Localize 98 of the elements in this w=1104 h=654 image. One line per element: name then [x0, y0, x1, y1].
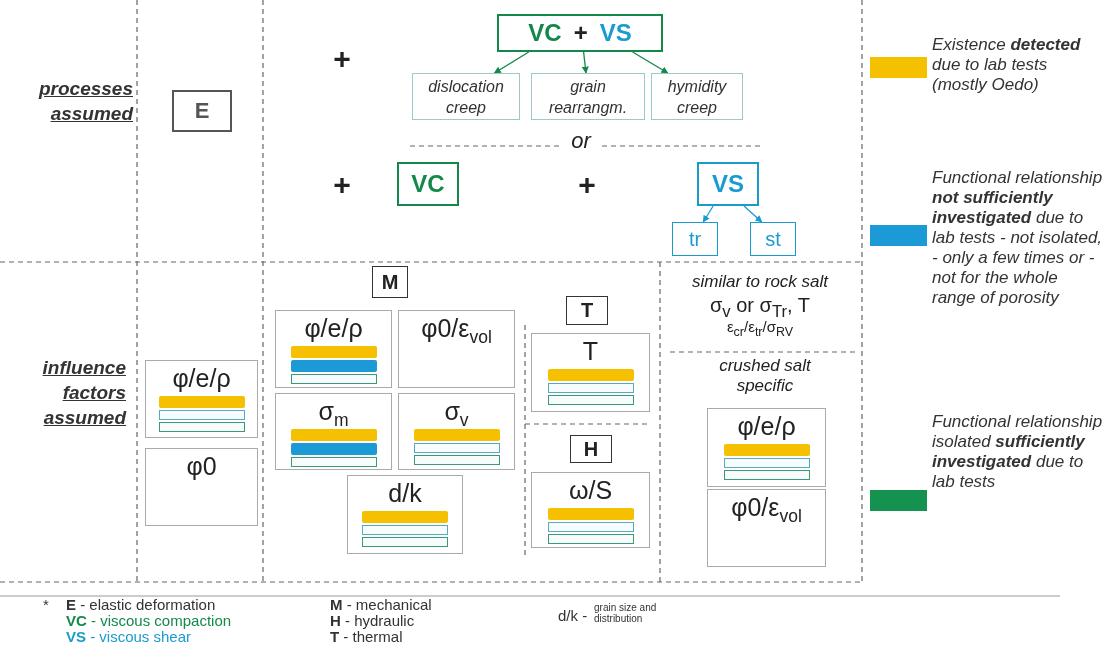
box-label: T — [582, 338, 599, 364]
box-label: VS — [712, 170, 744, 198]
factor-box — [275, 310, 392, 388]
factor-box — [707, 489, 826, 567]
rating-bar — [158, 422, 245, 432]
box-label: ω/S — [568, 477, 613, 503]
box-label: φ0 — [186, 453, 217, 479]
rating-bar — [547, 534, 634, 544]
factor-box — [707, 408, 826, 487]
factor-box — [275, 393, 392, 470]
rating-bar — [547, 369, 634, 381]
factor-box — [145, 448, 258, 526]
box-label: σ$_{v}$ — [444, 398, 469, 424]
box-label: VC — [528, 19, 562, 47]
box-label: VS — [599, 19, 632, 47]
footnote-text: T - thermal — [330, 629, 403, 645]
footnote-text: H - hydraulic — [330, 613, 416, 629]
arrow — [743, 205, 763, 223]
rating-bar — [547, 522, 634, 532]
mechanism-box — [651, 73, 743, 120]
box-label: T — [580, 299, 594, 322]
factor-box — [145, 360, 258, 438]
rating-bar — [290, 346, 377, 358]
box-label: dislocation creep — [427, 76, 505, 118]
rating-bar — [547, 383, 634, 393]
rating-bar — [547, 395, 634, 405]
box-label: hymidity creep — [666, 76, 728, 118]
arrow — [493, 51, 530, 74]
process-box — [697, 162, 759, 206]
rating-bar — [290, 374, 377, 384]
arrow — [581, 51, 589, 74]
box-label: M — [381, 270, 399, 294]
box-label: E — [194, 98, 210, 124]
rating-bar — [413, 429, 500, 441]
mechanism-box — [750, 222, 796, 256]
footnote-text: grain size and distribution — [594, 602, 658, 624]
note-text: crushed salt specific — [718, 356, 813, 396]
category-box — [566, 296, 608, 325]
factor-box — [531, 333, 650, 412]
separator-word: or — [570, 128, 593, 154]
factor-box — [531, 472, 650, 548]
legend-text: Functional relationship isolated sufficiently investigated due to lab tests — [932, 412, 1104, 492]
box-label: φ0/ε$_{vol}$ — [731, 494, 802, 520]
factor-box — [398, 393, 515, 470]
box-label: VC — [411, 170, 445, 198]
plus-sign: + — [332, 42, 352, 76]
rating-bar — [547, 508, 634, 520]
rating-bar — [158, 396, 245, 408]
plus-sign: + — [573, 19, 588, 47]
rating-bar — [723, 444, 810, 456]
mechanism-box — [412, 73, 520, 120]
rating-bar — [723, 470, 810, 480]
rating-bar — [290, 360, 377, 372]
footnote-text: VC - viscous compaction — [66, 613, 233, 629]
rating-bar — [290, 443, 377, 455]
category-box — [372, 266, 408, 298]
footnote-text: * — [43, 597, 50, 613]
note-text: similar to rock salt — [691, 272, 830, 292]
box-label: tr — [688, 227, 702, 251]
rating-bar — [362, 537, 448, 547]
factor-box — [398, 310, 515, 388]
footnote-text: VS - viscous shear — [66, 629, 192, 645]
factor-box — [347, 475, 463, 554]
box-label: φ/e/ρ — [304, 315, 363, 341]
rating-bar — [362, 525, 448, 535]
rating-bar — [723, 458, 810, 468]
footnote-text: E - elastic deformation — [66, 597, 217, 613]
rating-bar — [413, 455, 500, 465]
rating-bar — [158, 410, 245, 420]
box-label: φ0/ε$_{vol}$ — [421, 315, 492, 341]
process-box — [172, 90, 232, 132]
box-label: grain rearrangm. — [547, 76, 629, 118]
box-label: d/k — [388, 480, 422, 506]
rating-bar — [413, 443, 500, 453]
box-label: H — [583, 437, 599, 461]
note-text: ε$_{cr}$/ε$_{tr}$/σ$_{RV}$ — [725, 318, 795, 339]
box-label: st — [765, 227, 781, 251]
plus-sign: + — [332, 168, 352, 202]
note-text: σ$_{v}$ or σ$_{Tr}$, T — [709, 294, 811, 321]
rating-bar — [362, 511, 448, 523]
legend-text: Functional relationship not sufficiently investigated due to lab tests - not isolated, - only a few times or - not for the whole range of porosity — [932, 168, 1104, 308]
footnote-text: M - mechanical — [330, 597, 433, 613]
legend-text: Existence detected due to lab tests (mostly Oedo) — [932, 35, 1082, 95]
arrow — [702, 205, 714, 223]
box-label: σ$_{m}$ — [318, 398, 349, 424]
process-box — [497, 14, 663, 52]
category-box — [570, 435, 612, 463]
row-heading: processes assumed — [37, 77, 133, 126]
rating-bar — [290, 457, 377, 467]
plus-sign: + — [577, 168, 597, 202]
box-label: φ/e/ρ — [172, 365, 231, 391]
box-label: φ/e/ρ — [737, 413, 796, 439]
row-heading: influence factors assumed — [41, 356, 126, 430]
mechanism-box — [531, 73, 645, 120]
mechanism-box — [672, 222, 718, 256]
arrow — [632, 51, 669, 74]
process-box — [397, 162, 459, 206]
rating-bar — [290, 429, 377, 441]
